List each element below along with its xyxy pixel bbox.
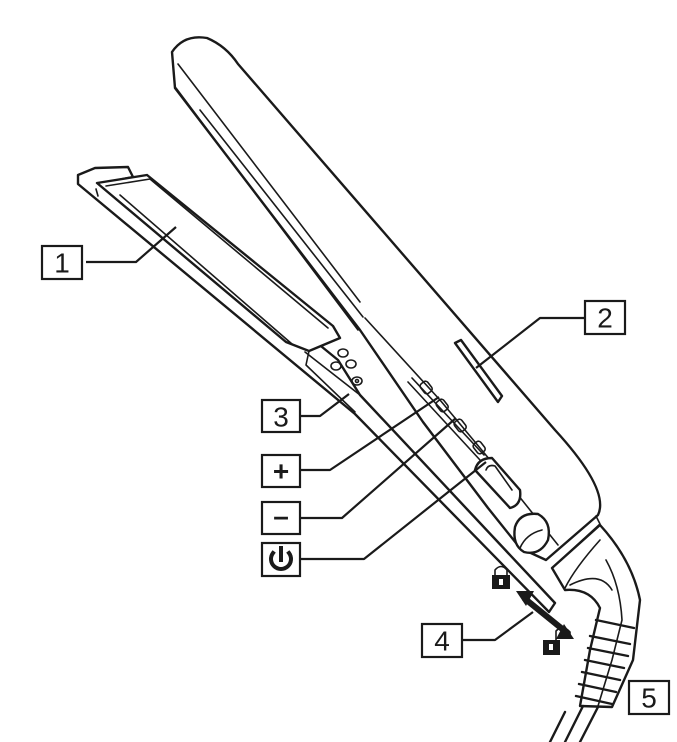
callout-5: 5 xyxy=(627,679,671,716)
lock-slider xyxy=(513,512,551,554)
leader-lines xyxy=(86,226,585,642)
unlock-icon xyxy=(543,626,571,655)
display-window xyxy=(453,338,504,404)
lock-icon xyxy=(492,565,510,589)
callout-4: 4 xyxy=(420,622,464,659)
plus-button-callout: + xyxy=(260,453,302,489)
callout-2: 2 xyxy=(583,299,627,336)
power-icon xyxy=(269,546,293,571)
callout-3: 3 xyxy=(260,398,302,434)
callout-4-label: 4 xyxy=(434,626,450,657)
lock-indicator xyxy=(492,565,574,655)
heating-plate xyxy=(95,173,342,353)
callout-1: 1 xyxy=(40,244,84,281)
hinge-area xyxy=(473,456,551,554)
plus-symbol: + xyxy=(273,456,289,487)
callout-3-label: 3 xyxy=(273,402,289,433)
callout-1-label: 1 xyxy=(54,248,70,279)
lower-arm xyxy=(76,165,557,614)
minus-symbol: – xyxy=(273,501,289,532)
power-button-callout xyxy=(260,541,302,578)
callout-5-label: 5 xyxy=(641,683,657,714)
callout-2-label: 2 xyxy=(597,303,613,334)
swivel-cord xyxy=(548,523,642,742)
control-buttons xyxy=(407,377,486,461)
vent-holes xyxy=(330,348,363,386)
minus-button-callout: – xyxy=(260,501,302,536)
